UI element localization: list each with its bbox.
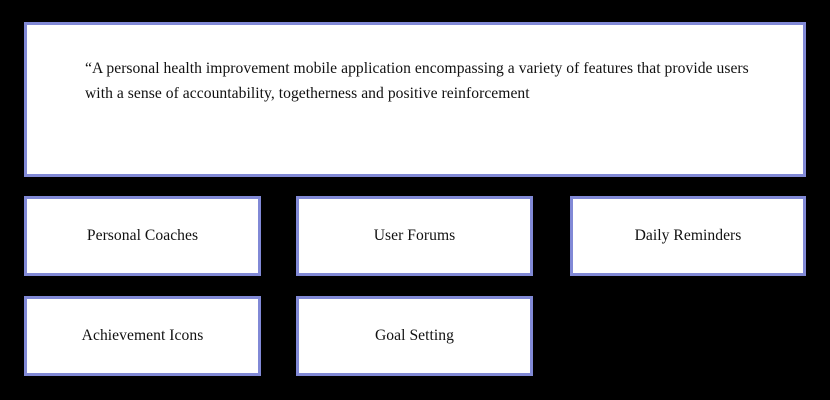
feature-box-achievement-icons[interactable]: Achievement Icons xyxy=(24,296,261,376)
feature-label: Personal Coaches xyxy=(86,227,199,244)
feature-label: User Forums xyxy=(373,227,456,244)
feature-label: Goal Setting xyxy=(375,327,454,344)
feature-box-goal-setting[interactable]: Goal Setting xyxy=(296,296,533,376)
quote-text: “A personal health improvement mobile ap… xyxy=(85,60,749,102)
feature-label: Daily Reminders xyxy=(634,227,742,244)
feature-box-personal-coaches[interactable]: Personal Coaches xyxy=(24,196,261,276)
feature-box-user-forums[interactable]: User Forums xyxy=(296,196,533,276)
feature-box-daily-reminders[interactable]: Daily Reminders xyxy=(570,196,806,276)
feature-label: Achievement Icons xyxy=(81,327,204,344)
quote-box: “A personal health improvement mobile ap… xyxy=(24,22,806,177)
